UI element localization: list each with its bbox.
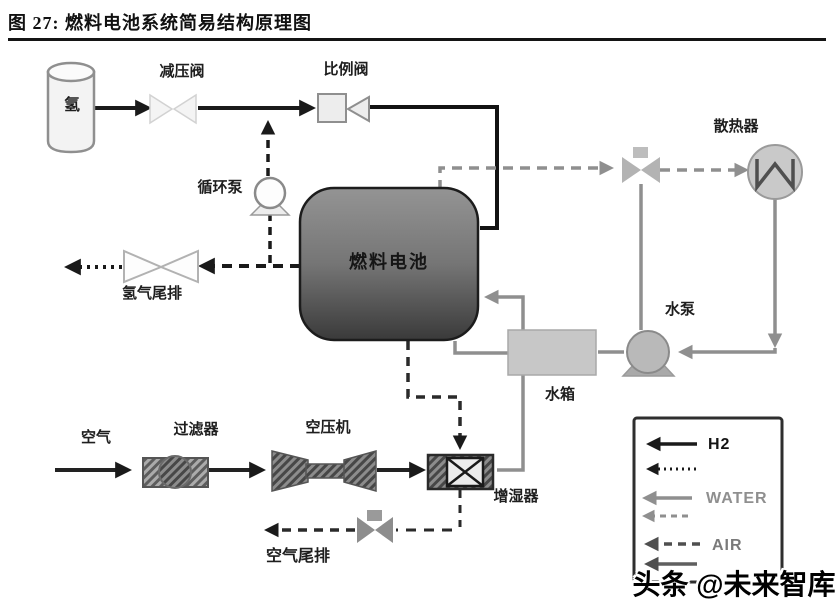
water-pump-icon (621, 330, 676, 377)
water-tank-icon (507, 329, 597, 376)
title-underline (8, 38, 826, 41)
air-exhaust-label: 空气尾排 (265, 548, 330, 565)
water-pump-label: 水泵 (664, 301, 695, 318)
hydrogen-exhaust-label: 氢气尾排 (121, 285, 182, 302)
proportional-valve-icon (317, 93, 370, 123)
air-backpressure-valve-icon (357, 510, 393, 543)
air-compressor-label: 空压机 (305, 419, 351, 436)
radiator-icon (747, 144, 803, 200)
h2-recirculation-lines (64, 120, 300, 276)
thermostat-valve-icon (622, 147, 660, 183)
air-filter-icon (142, 455, 209, 489)
h2-purge-valve-icon (123, 249, 199, 284)
h2-supply-lines (94, 99, 499, 230)
water-tank-label: 水箱 (544, 386, 575, 403)
humidifier-icon (426, 453, 495, 491)
filter-label: 过滤器 (173, 421, 219, 438)
water-lines (438, 160, 783, 472)
hydrogen-cylinder-icon (46, 61, 96, 154)
air-compressor-icon (271, 450, 377, 492)
figure-title: 图 27: 燃料电池系统简易结构原理图 (8, 13, 312, 33)
air-lines (55, 341, 468, 538)
legend-box (632, 416, 784, 584)
pressure-reducing-valve-label: 减压阀 (159, 63, 205, 80)
fuel-cell-label: 燃料电池 (349, 252, 429, 272)
legend-water-label: WATER (706, 490, 768, 507)
radiator-label: 散热器 (713, 118, 759, 135)
hydrogen-tank-label: 氢 (63, 97, 80, 114)
air-inlet-label: 空气 (80, 429, 111, 446)
fuel-cell-stack (298, 186, 480, 342)
legend-h2-label: H2 (708, 436, 731, 453)
legend-air-label: AIR (712, 537, 743, 554)
watermark: 头条 @未来智库 (632, 569, 836, 600)
proportional-valve-label: 比例阀 (323, 61, 369, 78)
humidifier-label: 增湿器 (493, 488, 539, 505)
circulation-pump-icon (249, 176, 291, 216)
circulation-pump-label: 循环泵 (197, 179, 243, 196)
pressure-reducing-valve-icon (149, 93, 197, 125)
